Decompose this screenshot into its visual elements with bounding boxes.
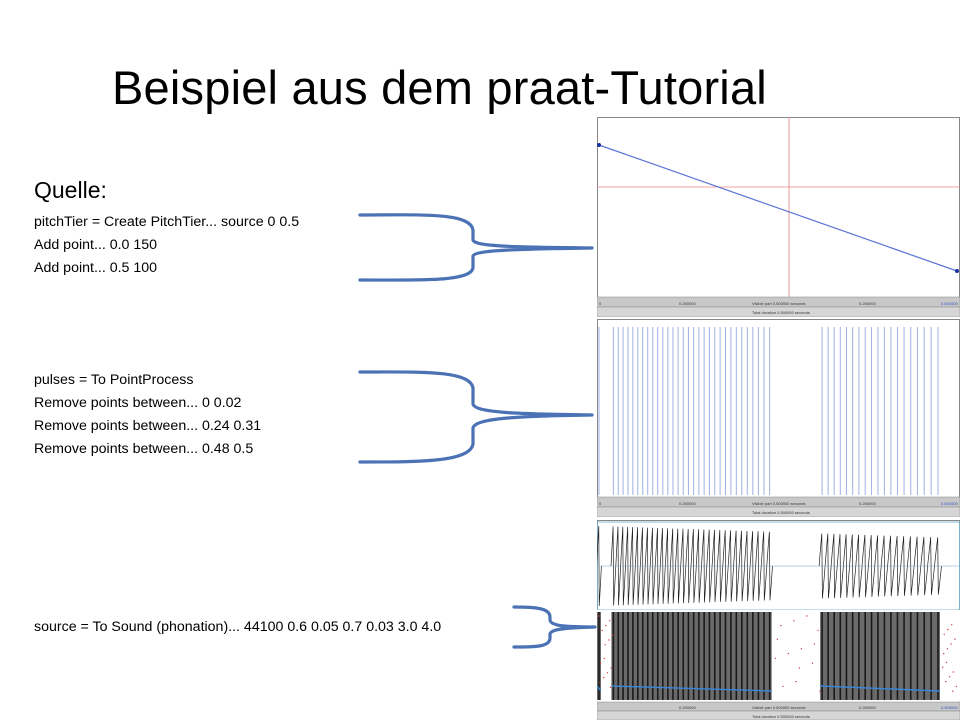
spectrogram-noise-dot xyxy=(605,624,607,627)
tick-mid-right: 0.250000 xyxy=(859,501,876,506)
code-line-remove-points-1: Remove points between... 0 0.02 xyxy=(34,395,242,411)
spectrogram-noise-dot xyxy=(813,643,816,645)
spectrogram-noise-dot xyxy=(945,680,947,683)
spectrogram-pitch-track xyxy=(611,685,772,692)
spectrogram-pitch-track xyxy=(820,685,941,692)
tick-mid-left: 0.250000 xyxy=(679,705,696,710)
code-line-create-pitchtier: pitchTier = Create PitchTier... source 0… xyxy=(34,214,300,230)
spectrogram-noise-dot xyxy=(601,629,603,632)
spectrogram-noise-dot xyxy=(948,676,951,678)
spectrogram-noise-dot xyxy=(782,685,784,688)
brace-arrow-pulses xyxy=(358,370,594,464)
spectrogram-noise-dot xyxy=(945,661,948,664)
brace-arrow-pitchtier xyxy=(358,213,594,282)
tick-left: 0 xyxy=(599,501,602,506)
pitchtier-window: 0 0.250000 Visible part 0.500000 seconds… xyxy=(597,117,960,317)
spectrogram-noise-dot xyxy=(946,648,949,650)
spectrogram-noise-dot xyxy=(609,686,612,688)
spectrogram-noise-dot xyxy=(608,639,610,641)
code-line-to-sound-phonation: source = To Sound (phonation)... 44100 0… xyxy=(34,619,442,635)
spectrogram-noise-dot xyxy=(603,657,605,660)
source-heading: Quelle: xyxy=(34,177,107,203)
spectrogram-noise-dot xyxy=(954,638,956,640)
total-duration-label: Total duration 0.500000 seconds xyxy=(752,310,810,315)
pulse-lines xyxy=(598,327,939,495)
spectrogram-noise-dot xyxy=(819,690,821,692)
code-line-add-point-start: Add point... 0.0 150 xyxy=(34,237,158,253)
spectrogram-noise-dot xyxy=(798,667,801,669)
spectrogram-noise-dot xyxy=(947,628,949,631)
visible-part-label: Visible part 0.500000 seconds xyxy=(752,705,806,710)
pointprocess-window: 0 0.250000 Visible part 0.500000 seconds… xyxy=(597,319,960,517)
tick-right: 0.500000 xyxy=(941,301,958,306)
spectrogram-noise-dot xyxy=(941,666,944,668)
spectrogram-noise-dot xyxy=(608,620,611,622)
total-duration-label: Total duration 0.500000 seconds xyxy=(752,510,810,515)
code-line-remove-points-3: Remove points between... 0.48 0.5 xyxy=(34,441,254,457)
spectrogram-noise-dot xyxy=(806,615,808,617)
spectrogram-noise-dot xyxy=(603,676,605,679)
tick-mid-right: 0.250000 xyxy=(859,705,876,710)
pitch-point-end xyxy=(955,269,959,273)
spectrogram-noise-dot xyxy=(942,652,945,655)
tick-mid-right: 0.250000 xyxy=(859,301,876,306)
pitch-point-start xyxy=(597,143,601,147)
spectrogram-noise-dot xyxy=(610,667,612,669)
spectrogram-noise-dot xyxy=(780,624,782,627)
visible-part-label: Visible part 0.500000 seconds xyxy=(752,301,806,306)
spectrogram-noise-dot xyxy=(943,633,945,636)
spectrogram-noise-dot xyxy=(800,648,803,650)
tick-right: 0.500000 xyxy=(941,705,958,710)
code-line-add-point-end: Add point... 0.5 100 xyxy=(34,260,158,276)
slide-title: Beispiel aus dem praat-Tutorial xyxy=(112,61,767,114)
spectrogram-noise-dot xyxy=(811,662,814,664)
spectrogram-noise-dot xyxy=(606,672,609,674)
total-duration-label: Total duration 0.500000 seconds xyxy=(752,714,810,719)
spectrogram-noise-dot xyxy=(774,657,777,660)
spectrogram-noise-dot xyxy=(776,638,779,640)
spectrogram-noise-dot xyxy=(952,690,954,692)
sound-window: 0.250000 Visible part 0.500000 seconds 0… xyxy=(597,520,960,720)
spectrogram-noise-dot xyxy=(598,615,600,617)
spectrogram-noise-dot xyxy=(955,685,958,688)
tick-mid-left: 0.250000 xyxy=(679,501,696,506)
spectrogram-noise-dot xyxy=(952,671,954,673)
spectrogram-noise-dot xyxy=(604,644,607,646)
spectrogram-noise-dot xyxy=(793,620,795,622)
tick-right: 0.500000 xyxy=(941,501,958,506)
visible-part-label: Visible part 0.500000 seconds xyxy=(752,501,806,506)
tick-left: 0 xyxy=(599,301,602,306)
spectrogram-noise-dot xyxy=(950,643,952,645)
code-line-remove-points-2: Remove points between... 0.24 0.31 xyxy=(34,418,262,434)
spectrogram-noise-dot xyxy=(951,624,953,626)
brace-arrow-sound xyxy=(512,605,597,649)
code-line-to-pointprocess: pulses = To PointProcess xyxy=(34,372,194,388)
spectrogram-noise-dot xyxy=(612,634,614,636)
spectrogram-noise-dot xyxy=(795,680,797,683)
pitch-contour-line xyxy=(598,144,958,272)
spectrogram-noise-dot xyxy=(599,662,602,664)
waveform xyxy=(597,525,960,607)
spectrogram-noise-dot xyxy=(817,629,819,632)
spectrogram-pitch-track xyxy=(597,685,602,692)
spectrogram-noise-dot xyxy=(599,681,601,684)
spectrogram-noise-dot xyxy=(787,652,790,655)
tick-mid-left: 0.250000 xyxy=(679,301,696,306)
spectrogram xyxy=(597,612,958,700)
